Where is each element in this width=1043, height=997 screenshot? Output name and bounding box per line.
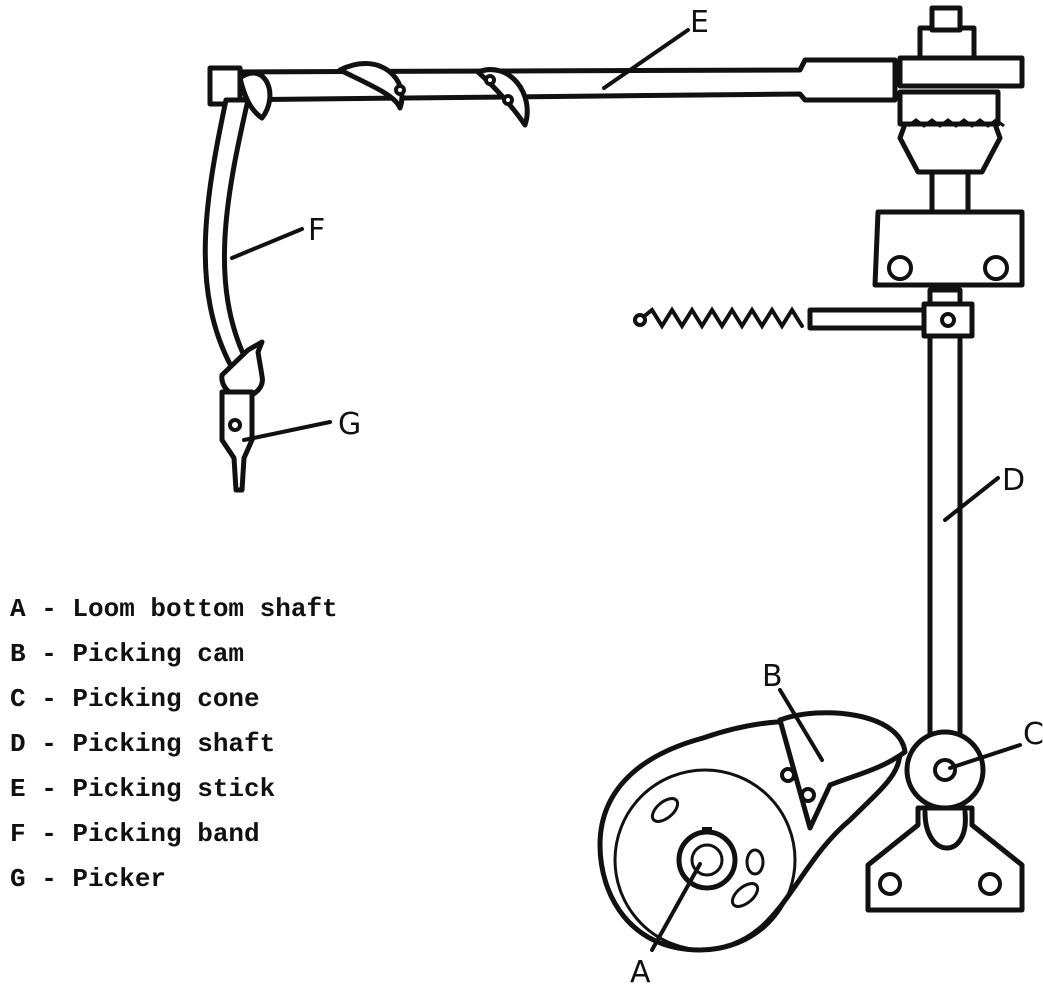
callout-b: B [762, 659, 783, 694]
legend-item-d: D - Picking shaft [10, 729, 276, 759]
legend-item-c: C - Picking cone [10, 684, 260, 714]
picking-band [202, 61, 530, 401]
legend-item-b: B - Picking cam [10, 639, 245, 669]
picking-cone [904, 729, 986, 811]
callout-a: A [630, 955, 651, 990]
callout-f: F [308, 213, 325, 248]
callout-e: E [690, 5, 709, 40]
leader-lines [230, 28, 1022, 952]
legend-item-f: F - Picking band [10, 819, 260, 849]
parts-legend: A - Loom bottom shaft B - Picking cam C … [10, 592, 338, 907]
base-bracket [865, 805, 1025, 913]
legend-item-a: A - Loom bottom shaft [10, 594, 338, 624]
legend-item-g: G - Picker [10, 864, 167, 894]
callout-c: C [1023, 717, 1043, 752]
picker [219, 389, 255, 493]
picking-stick [207, 5, 1025, 215]
legend-item-e: E - Picking stick [10, 774, 276, 804]
callout-g: G [338, 407, 361, 442]
picking-cam [597, 710, 908, 953]
picking-shaft [633, 209, 1025, 743]
callout-d: D [1002, 463, 1025, 498]
